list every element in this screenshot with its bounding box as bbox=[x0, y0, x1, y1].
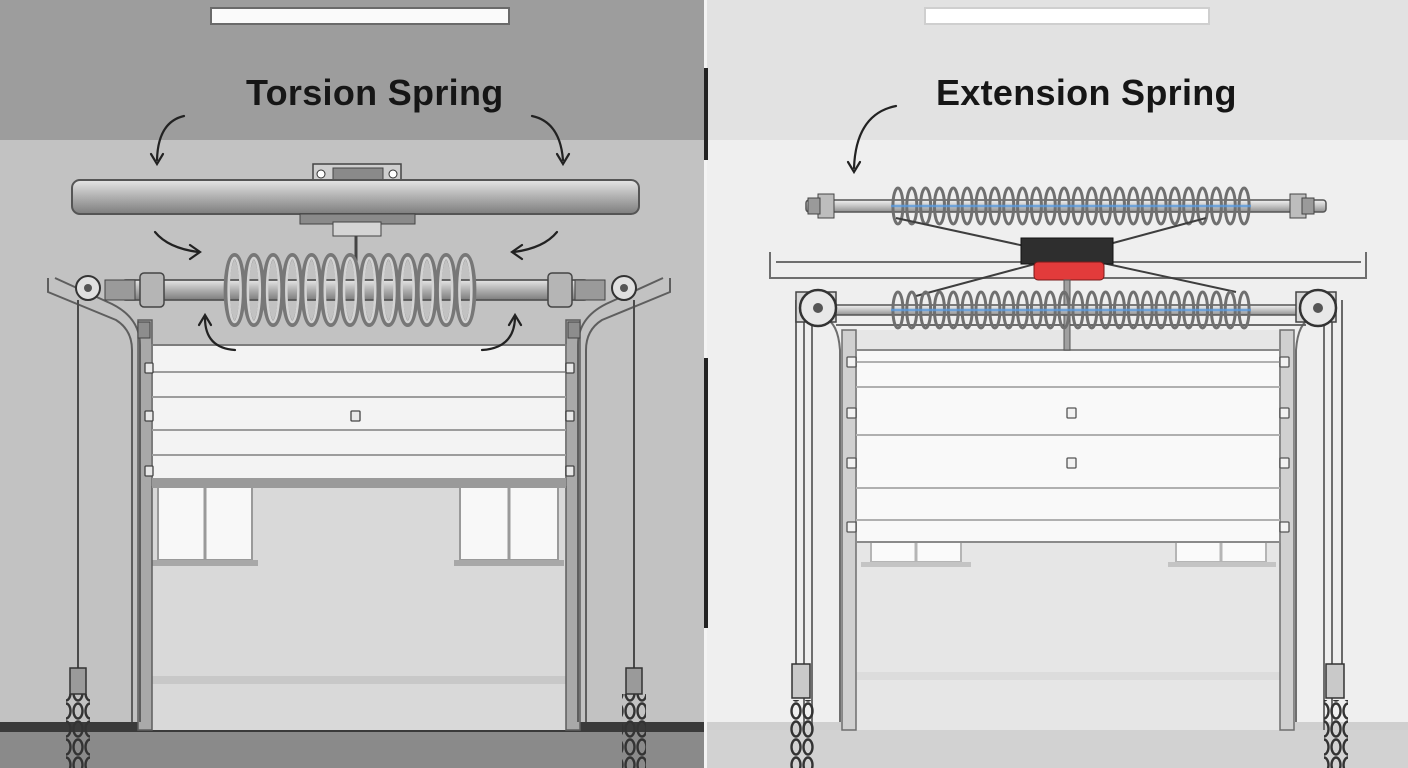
pulley-icon bbox=[1295, 288, 1338, 328]
chain-icon bbox=[66, 667, 90, 768]
extension-diagram bbox=[706, 0, 1408, 768]
torsion-spring-panel: Torsion Spring bbox=[0, 0, 706, 768]
extension-spring bbox=[891, 290, 1251, 330]
spring-coil bbox=[246, 256, 262, 324]
panel-title: Extension Spring bbox=[936, 72, 1237, 113]
spring-coil bbox=[262, 253, 285, 327]
spring-coil bbox=[381, 256, 396, 324]
spring-coil bbox=[358, 253, 381, 327]
left-door-jamb bbox=[137, 319, 153, 731]
spring-coil bbox=[242, 253, 265, 327]
spring-coil bbox=[339, 253, 361, 327]
spring-coil bbox=[304, 256, 319, 324]
torsion-tube bbox=[71, 163, 640, 262]
pulley-icon bbox=[611, 275, 637, 301]
spring-coil bbox=[227, 256, 242, 324]
pulley-icon bbox=[75, 275, 101, 301]
window-icon bbox=[150, 485, 258, 566]
door-hinge-icon bbox=[144, 362, 575, 477]
spring-coil bbox=[281, 253, 304, 327]
door-hinge-icon bbox=[846, 356, 1290, 533]
chain-icon bbox=[1324, 663, 1348, 768]
spring-coil bbox=[415, 253, 438, 327]
right-door-jamb bbox=[565, 319, 581, 731]
divider-accent bbox=[704, 68, 708, 160]
spring-coil bbox=[458, 256, 473, 324]
torsion-spring bbox=[223, 253, 477, 327]
chain-icon bbox=[622, 667, 646, 768]
window-icon bbox=[454, 485, 564, 566]
garage-door bbox=[855, 349, 1281, 543]
window-icon bbox=[861, 541, 971, 567]
spring-coil bbox=[342, 256, 358, 324]
lift-cable bbox=[77, 300, 635, 668]
spring-coil bbox=[300, 253, 323, 327]
chain-icon bbox=[790, 663, 814, 768]
spring-coil bbox=[361, 256, 377, 324]
spring-coil bbox=[438, 256, 454, 324]
curved-arrow-icon bbox=[846, 104, 898, 175]
spring-coil bbox=[400, 256, 415, 324]
torsion-diagram bbox=[0, 0, 706, 768]
spring-coil bbox=[454, 253, 477, 327]
spring-coil bbox=[377, 253, 400, 327]
spring-coil bbox=[323, 256, 339, 324]
curved-arrow-icon bbox=[149, 114, 571, 352]
door-track bbox=[47, 277, 671, 722]
spring-coil bbox=[265, 256, 281, 324]
spring-coil bbox=[419, 256, 435, 324]
pulley-icon bbox=[795, 288, 838, 328]
floor bbox=[706, 730, 1408, 768]
spring-coil bbox=[285, 256, 300, 324]
spring-coil bbox=[319, 253, 342, 327]
extension-spring-panel: Extension Spring bbox=[706, 0, 1408, 768]
panel-title: Torsion Spring bbox=[246, 72, 504, 113]
extension-spring bbox=[891, 186, 1251, 226]
spring-coil bbox=[435, 253, 458, 327]
window-icon bbox=[1168, 541, 1276, 567]
spring-coil bbox=[396, 253, 419, 327]
floor bbox=[0, 730, 706, 768]
spring-coil bbox=[223, 253, 246, 327]
divider-accent bbox=[704, 358, 708, 628]
